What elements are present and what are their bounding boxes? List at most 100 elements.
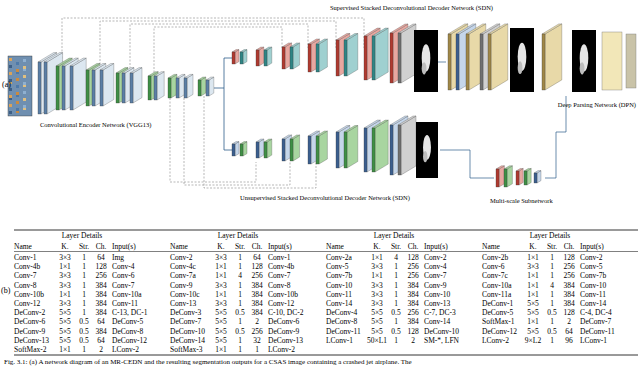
table-cell: Conv-10 (424, 290, 480, 299)
table-header: Layer Details (366, 231, 422, 240)
table-cell: 64 (92, 336, 110, 345)
table-cell: 1 (232, 345, 248, 354)
segmentation-blob (423, 151, 427, 162)
network-label: Convolutional Encoder Network (VGG13) (40, 120, 151, 129)
table-header: Name (14, 242, 54, 251)
layer-front (390, 125, 393, 175)
table-cell: SM-*, LFN (424, 336, 480, 345)
layer-front (504, 169, 507, 187)
table-cell: 1 (76, 281, 92, 290)
layer-side (103, 64, 114, 107)
layer-front (168, 78, 171, 98)
input-texture (16, 92, 19, 95)
layer-top (168, 74, 177, 78)
table-cell: Conv-12 (268, 299, 324, 308)
table-cell: DeConv-12 (482, 327, 522, 336)
segmentation-output (414, 30, 438, 92)
table-cell: 0.5 (544, 327, 560, 336)
table-cell: Conv-14 (424, 317, 480, 326)
layer-front (206, 80, 209, 96)
table-cell: 5×5 (522, 327, 544, 336)
table-header: Ch. (248, 242, 266, 251)
layer-top (316, 131, 327, 136)
table-cell: 3×3 (210, 253, 232, 262)
layer-front (116, 73, 119, 103)
table-cell: Conv-1 (14, 253, 54, 262)
table-cell: LConv-1 (580, 336, 636, 345)
table-rule (14, 355, 638, 356)
network-label: Unsupervised Stacked Deconvolutional Dec… (240, 193, 410, 202)
table-cell: Conv-10c (170, 290, 210, 299)
table-cell: 1 (232, 253, 248, 262)
table-cell: 2 (404, 336, 422, 345)
layer-front (398, 33, 401, 83)
table-cell: 1 (76, 290, 92, 299)
table-cell: 384 (248, 290, 266, 299)
connection-line (130, 24, 308, 72)
layer-top (542, 24, 562, 34)
connection-line (154, 27, 282, 76)
table-cell: 256 (404, 262, 422, 271)
input-texture (23, 91, 26, 94)
table-cell: 1 (232, 281, 248, 290)
layer-front (344, 132, 347, 168)
table-cell: 1 (76, 253, 92, 262)
table-cell: 3×3 (210, 281, 232, 290)
layer-top (130, 68, 142, 73)
table-cell: Conv-4 (112, 262, 168, 271)
table-cell: DeConv-2 (14, 308, 54, 317)
layer-top (100, 64, 114, 71)
layer-front (336, 40, 339, 76)
layer-front (130, 73, 133, 103)
table-cell: Conv-12 (14, 299, 54, 308)
table-cell: 0.5 (388, 308, 404, 317)
table-cell: Img (112, 253, 168, 262)
table-cell: DeConv-12 (112, 336, 168, 345)
table-cell: 4 (388, 253, 404, 262)
layer-top (256, 47, 264, 50)
layer-front (448, 34, 451, 90)
table-cell: DeConv-7 (580, 317, 636, 326)
layer-side (311, 131, 319, 164)
table-cell: 9×L2 (522, 336, 544, 345)
connection-line (170, 98, 256, 182)
table-cell: Conv-7b (580, 271, 636, 280)
layer-top (372, 28, 388, 36)
table-cell: Conv-7a (170, 271, 210, 280)
layer-top (290, 135, 300, 139)
table-cell: 0.5 (76, 336, 92, 345)
table-header: Ch. (404, 242, 422, 251)
table-cell: Conv-10a (482, 281, 522, 290)
table-header: Layer Details (522, 231, 578, 240)
table-cell: 384 (92, 290, 110, 299)
table-header: K. (54, 242, 76, 251)
table-cell: 3×3 (366, 281, 388, 290)
table-cell: 1 (544, 317, 560, 326)
table-cell: DeConv-11 (580, 327, 636, 336)
network-label: Deep Parsing Network (DPN) (558, 100, 636, 109)
layer-side (491, 24, 508, 90)
table-cell: 128 (92, 262, 110, 271)
layer-top (398, 116, 416, 125)
table-cell: Conv-2 (580, 253, 636, 262)
layer-top (488, 24, 508, 34)
table-cell: 384 (248, 281, 266, 290)
input-texture (9, 95, 12, 98)
segmentation-output (510, 28, 534, 92)
table-cell: Conv-11 (326, 290, 366, 299)
table-cell: 50×L1 (366, 336, 388, 345)
layer-top (198, 77, 206, 80)
table-cell: 0.5 (232, 327, 248, 336)
layer-side (209, 77, 214, 96)
layer-front (344, 40, 347, 76)
input-texture (16, 85, 19, 88)
table-cell: LConv-2 (268, 345, 324, 354)
table-header: Layer Details (210, 231, 266, 240)
table-cell: DeConv-10 (170, 327, 210, 336)
table-cell: DeConv-9 (14, 327, 54, 336)
connection-line (214, 58, 232, 88)
table-cell: 1 (388, 299, 404, 308)
table-cell: Conv-7b (326, 271, 366, 280)
table-cell: 3×3 (54, 253, 76, 262)
table-header: Input(s) (424, 242, 480, 251)
